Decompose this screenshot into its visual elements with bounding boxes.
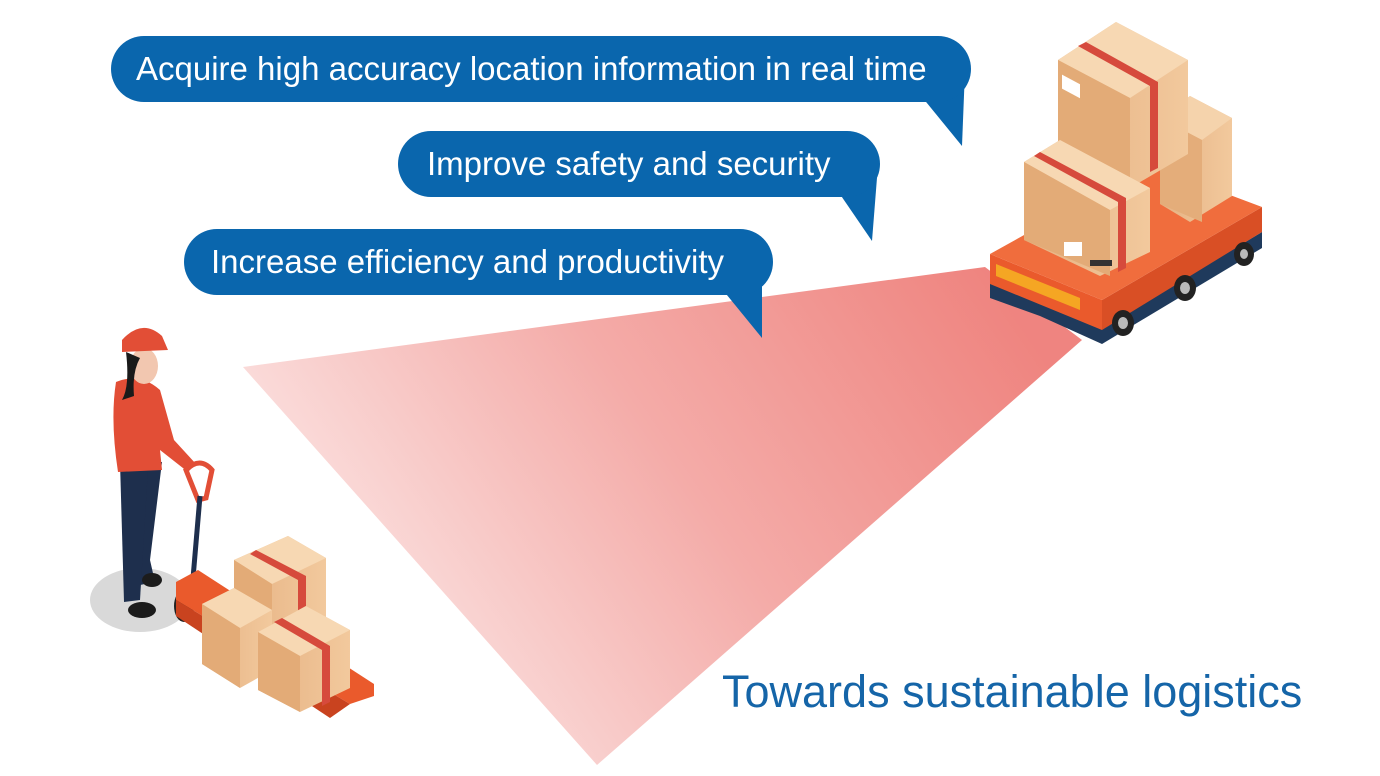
agv-robot-with-boxes-icon <box>990 22 1262 344</box>
bubble-location-info: Acquire high accuracy location informati… <box>111 36 971 102</box>
bubble-location-info-text: Acquire high accuracy location informati… <box>136 50 927 87</box>
sensor-beam-icon <box>243 267 1082 765</box>
tagline: Towards sustainable logistics <box>722 666 1303 717</box>
bubble-efficiency-productivity-text: Increase efficiency and productivity <box>211 243 724 280</box>
bubble-safety-security: Improve safety and security <box>398 131 880 197</box>
worker-with-pallet-jack-icon <box>90 327 374 718</box>
bubble-efficiency-productivity: Increase efficiency and productivity <box>184 229 773 295</box>
bubble-safety-security-text: Improve safety and security <box>427 145 831 182</box>
